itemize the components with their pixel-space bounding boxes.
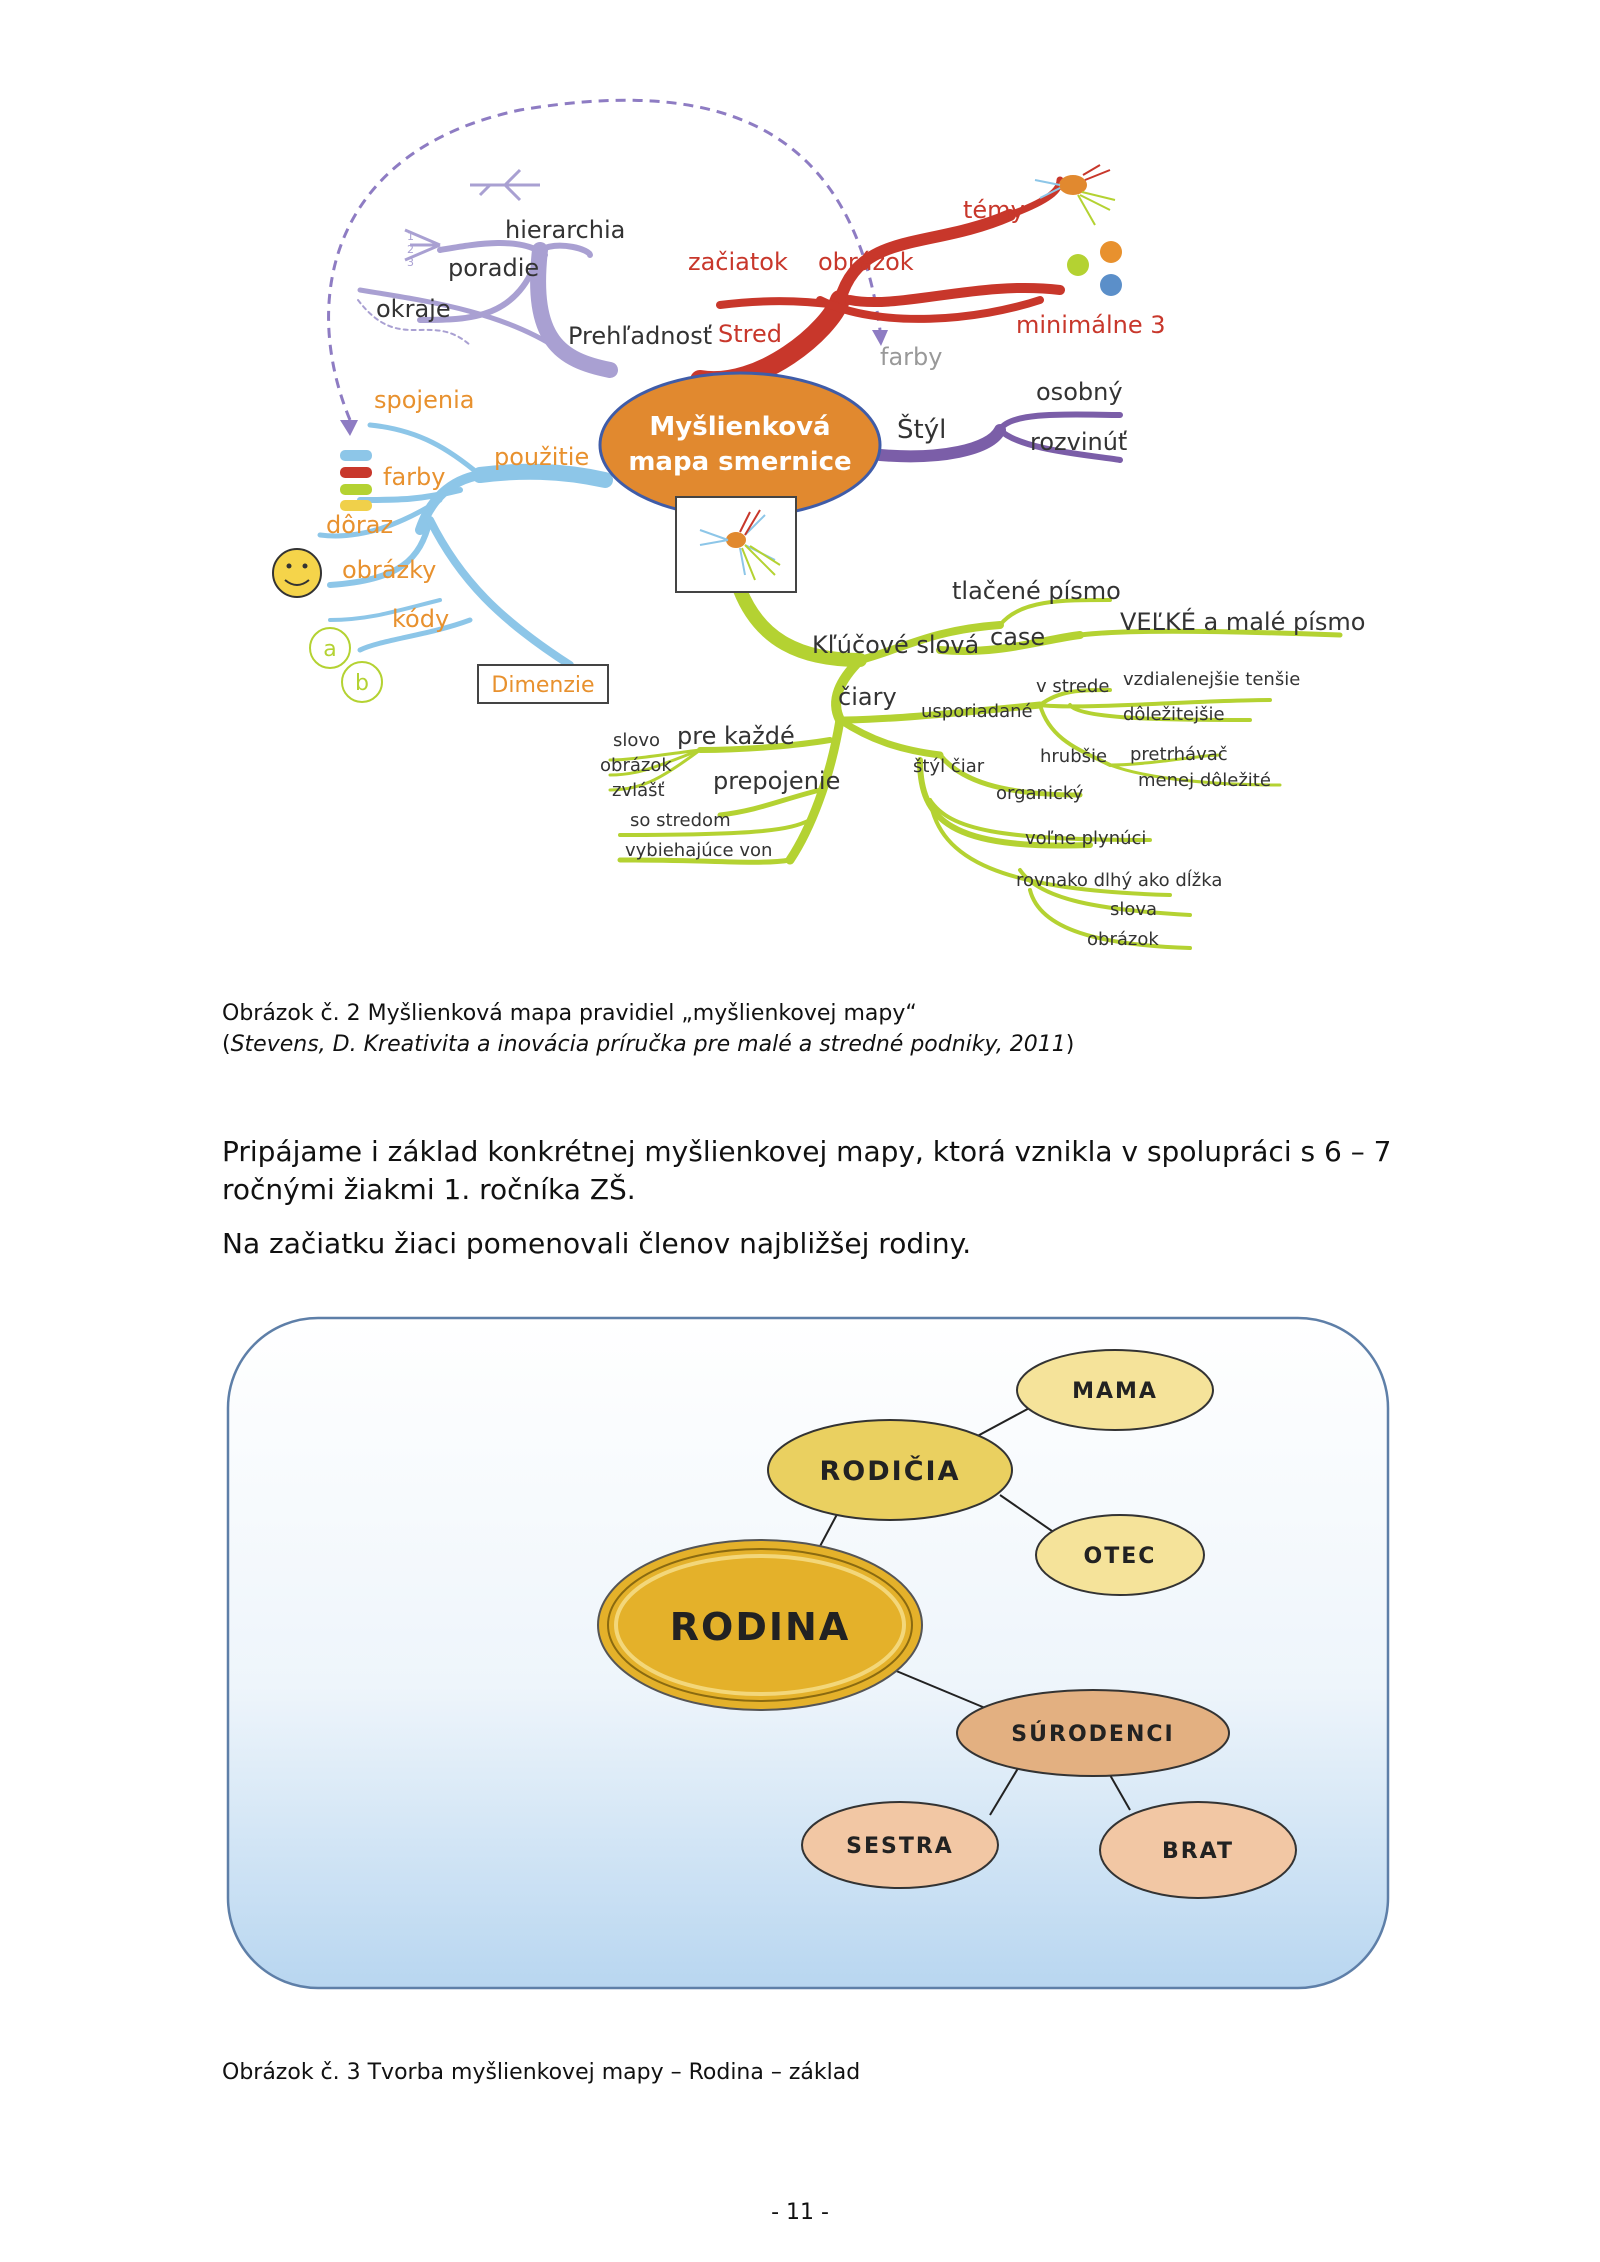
orange-dot: [1100, 241, 1122, 263]
label-ciary: čiary: [838, 683, 897, 711]
label-zvlast: zvlášť: [612, 780, 665, 801]
label-dolezitejsie: dôležitejšie: [1123, 704, 1225, 725]
blue-dot: [1100, 274, 1122, 296]
figure-caption-1: Obrázok č. 2 Myšlienková mapa pravidiel …: [222, 998, 1074, 1060]
paragraph-1: Pripájame i základ konkrétnej myšlienkov…: [222, 1135, 1392, 1206]
caption-1-line-2: (Stevens, D. Kreativita a inovácia príru…: [222, 1029, 1074, 1060]
label-klucove-slova: Kľúčové slová: [812, 631, 979, 659]
dimenzie-box: [477, 664, 609, 704]
mindmap-center: [598, 371, 882, 519]
label-hrubsie: hrubšie: [1040, 746, 1107, 767]
paragraph-2: Na začiatku žiaci pomenovali členov najb…: [222, 1227, 972, 1260]
sestra-label: SESTRA: [846, 1834, 954, 1859]
hierarchy-icon: [404, 168, 540, 262]
label-rozvinut: rozvinúť: [1030, 428, 1127, 456]
label-farby-stred: farby: [880, 343, 942, 371]
figure-caption-2: Obrázok č. 3 Tvorba myšlienkovej mapy – …: [222, 2060, 861, 2085]
label-pretrhavac: pretrhávač: [1130, 744, 1228, 765]
code-circle-b: [341, 661, 383, 703]
node-rodicia: RODIČIA: [767, 1419, 1013, 1521]
page-number: - 11 -: [771, 2200, 829, 2225]
label-menej-dolezite: menej dôležité: [1138, 770, 1271, 791]
label-kody: kódy: [392, 605, 449, 633]
mama-label: MAMA: [1072, 1379, 1158, 1404]
label-tlacene-pismo: tlačené písmo: [952, 577, 1121, 605]
label-pre-kazde: pre každé: [677, 722, 795, 750]
code-circle-a: [309, 627, 351, 669]
rodina-label: RODINA: [670, 1605, 850, 1649]
node-rodina: RODINA: [597, 1539, 923, 1711]
label-zaciatok: začiatok: [688, 248, 788, 276]
node-otec: OTEC: [1035, 1514, 1205, 1596]
label-farby-pouzitie: farby: [383, 463, 445, 491]
label-vzdialenejsie: vzdialenejšie tenšie: [1123, 669, 1300, 690]
node-brat: BRAT: [1099, 1801, 1297, 1899]
label-v-strede: v strede: [1036, 676, 1109, 697]
citation: Stevens, D. Kreativita a inovácia príruč…: [230, 1032, 1066, 1057]
label-usporiadane: usporiadané: [921, 701, 1033, 722]
label-velke-male: VEĽKÉ a malé písmo: [1120, 607, 1365, 636]
label-osobny: osobný: [1036, 378, 1123, 406]
code-b: b: [355, 671, 369, 696]
num-3: 3: [407, 256, 414, 269]
label-case: case: [990, 623, 1045, 651]
caption-1-line-1: Obrázok č. 2 Myšlienková mapa pravidiel …: [222, 1001, 917, 1026]
surodenci-label: SÚRODENCI: [1011, 1721, 1174, 1747]
label-okraje: okraje: [376, 295, 451, 323]
label-volne-plynuci: voľne plynúci: [1025, 828, 1146, 849]
rodicia-label: RODIČIA: [820, 1455, 961, 1487]
label-slova: slova: [1110, 899, 1157, 920]
themes-icon: [1034, 164, 1116, 226]
green-dot: [1067, 254, 1089, 276]
color-pills: [340, 450, 372, 511]
label-organicky: organický: [996, 783, 1084, 804]
family-mindmap-figure: RODINA RODIČIA MAMA OTEC SÚRODENCI SESTR…: [226, 1316, 1390, 1990]
branch-klucove-ciary: [608, 583, 1343, 950]
dimenzie-label: Dimenzie: [491, 673, 594, 698]
node-sestra: SESTRA: [801, 1801, 999, 1889]
label-obrazok-ciary: obrázok: [600, 755, 672, 776]
num-2: 2: [407, 243, 414, 256]
label-spojenia: spojenia: [374, 386, 474, 414]
otec-label: OTEC: [1084, 1544, 1157, 1569]
label-poradie: poradie: [448, 254, 539, 282]
label-temy: témy: [963, 196, 1025, 224]
label-styl: Štýl: [897, 413, 946, 445]
label-obrazok: obrázok: [818, 248, 914, 276]
branch-styl: [874, 411, 1123, 463]
mindmap-guidelines-figure: Myšlienková mapa smernice a b Dimenzie h…: [222, 95, 1390, 970]
node-surodenci: SÚRODENCI: [956, 1689, 1230, 1777]
label-vybiehajuce-von: vybiehajúce von: [625, 840, 772, 861]
dashed-arrow: [327, 98, 888, 436]
label-slovo: slovo: [613, 730, 660, 751]
label-hierarchia: hierarchia: [505, 216, 625, 244]
paren-close: ): [1065, 1032, 1075, 1057]
label-styl-ciar: štýl čiar: [913, 756, 985, 777]
label-stred: Stred: [718, 320, 782, 348]
label-prehladnost: Prehľadnosť: [568, 322, 712, 350]
label-so-stredom: so stredom: [630, 810, 731, 831]
smiley-icon: [272, 548, 322, 598]
label-obrazok-end: obrázok: [1087, 929, 1159, 950]
center-label-2: mapa smernice: [628, 447, 851, 477]
label-pouzitie: použitie: [494, 443, 589, 471]
mini-map-icon: [699, 509, 781, 581]
branch-pouzitie: [317, 422, 613, 669]
num-1: 1: [407, 230, 414, 243]
label-rovnako-dlhy: rovnako dlhý ako dĺžka: [1016, 869, 1222, 891]
code-a: a: [323, 637, 336, 662]
label-obrazky: obrázky: [342, 556, 436, 584]
label-prepojenie: prepojenie: [713, 767, 840, 795]
label-doraz: dôraz: [326, 511, 393, 539]
branch-prehladnost: [357, 240, 618, 378]
brat-label: BRAT: [1162, 1839, 1234, 1864]
center-label-1: Myšlienková: [649, 412, 830, 442]
paren-open: (: [222, 1032, 231, 1057]
label-minimalne-3: minimálne 3: [1016, 311, 1166, 339]
node-mama: MAMA: [1016, 1349, 1214, 1431]
